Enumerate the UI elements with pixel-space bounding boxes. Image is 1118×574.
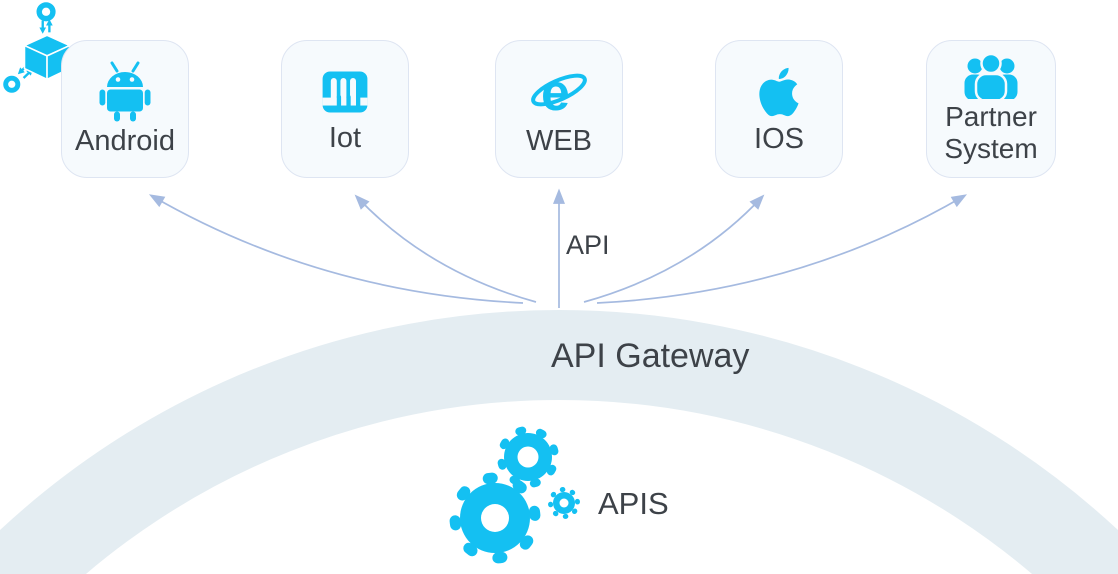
client-card-partner: Partner System (926, 40, 1056, 178)
apis-gears-icon (449, 426, 580, 564)
client-label-web: WEB (525, 124, 593, 157)
client-label-partner: Partner System (944, 101, 1038, 164)
client-label-iot: Iot (328, 121, 362, 154)
arrow-to-partner (596, 194, 968, 304)
client-card-web: e WEB (495, 40, 623, 178)
arrow-to-ios (583, 194, 765, 303)
gear-small-icon (548, 487, 580, 519)
android-robot-icon (92, 61, 158, 123)
arrow-to-iot (354, 194, 537, 303)
gateway-dome-band (0, 310, 1118, 574)
gateway-node-left (3, 75, 21, 93)
arrow-to-android (148, 194, 524, 304)
gear-medium-icon (497, 426, 559, 488)
apple-icon (750, 63, 808, 121)
client-card-ios: IOS (715, 40, 843, 178)
apis-label: APIS (598, 486, 669, 521)
gear-large-icon (449, 472, 541, 564)
ie-browser-icon: e (527, 61, 591, 123)
client-label-ios: IOS (754, 122, 804, 155)
client-label-android: Android (75, 124, 175, 157)
partner-people-icon (958, 53, 1024, 100)
client-card-iot: Iot (281, 40, 409, 178)
gateway-node-top (36, 2, 56, 22)
api-gateway-label: API Gateway (551, 337, 750, 375)
api-arrow-label: API (566, 230, 610, 260)
iot-chip-icon (315, 64, 375, 120)
svg-text:e: e (541, 64, 570, 122)
client-card-android: Android (61, 40, 189, 178)
